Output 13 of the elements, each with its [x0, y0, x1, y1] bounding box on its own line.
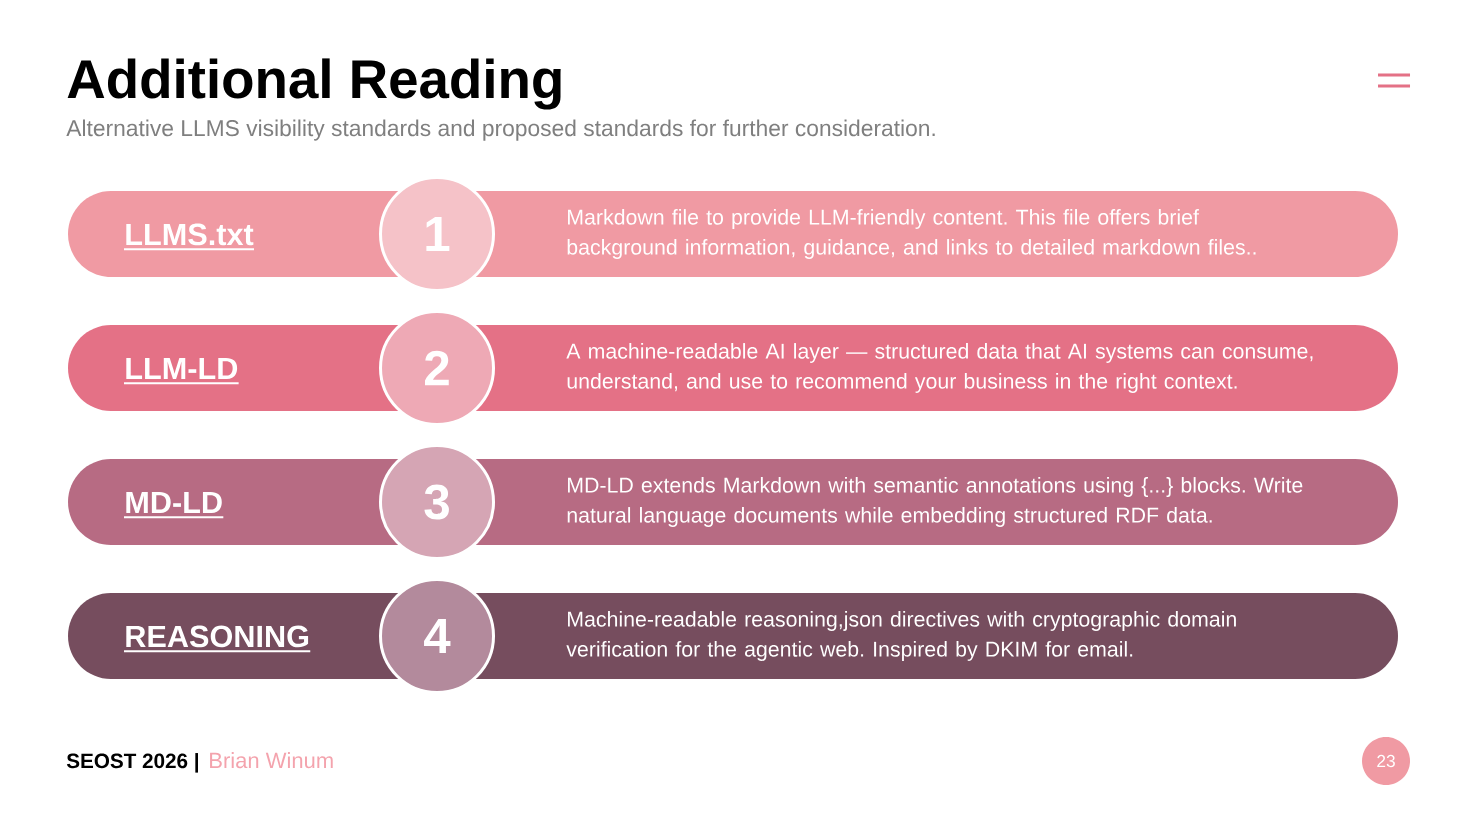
bar-title: REASONING [123, 625, 312, 653]
description-text: Markdown file to provide LLM-friendly content. This file offers brief background information, guidance, and links to detailed markdown files.. [567, 209, 1256, 259]
slide-title: Additional Reading [67, 58, 561, 110]
bar-title: MD-LD [123, 491, 225, 519]
bar-title: LLMS.txt [123, 223, 255, 251]
footer-text: SEOST 2026 | [66, 753, 198, 773]
description-text: MD-LD extends Markdown with semantic annotations using {...} blocks. Write natural language documents while embedding structured RDF data. [567, 477, 1303, 527]
description-text: A machine-readable AI layer — structured data that AI systems can consume, understand, and use to recommend your business in the right context. [566, 343, 1313, 393]
author-name: Brian Winum [210, 752, 333, 769]
subtitle: Alternative LLMS visibility standards and proposed standards for further consideration. [66, 119, 935, 141]
page-number: 23 [1362, 737, 1410, 785]
bar-title: LLM-LD [123, 357, 240, 385]
description-text: Machine-readable reasoning,json directives with cryptographic domain verification for the agentic web. Inspired by DKIM for email. [566, 611, 1236, 661]
